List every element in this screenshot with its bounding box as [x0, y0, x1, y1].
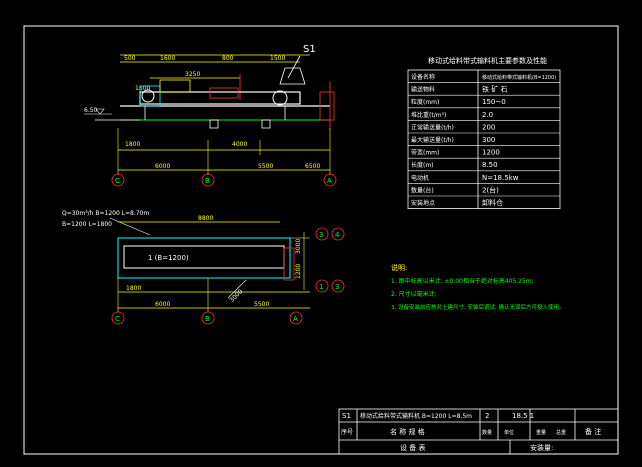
axis-c-1: C	[115, 177, 120, 185]
param-key: 带宽(mm)	[411, 149, 439, 157]
axis-a-2: A	[293, 315, 298, 323]
param-key: 安装地点	[411, 199, 435, 207]
param-value: 2(台)	[482, 185, 499, 194]
axis-4a: 4	[335, 231, 340, 239]
param-key: 输送物料	[411, 86, 435, 94]
eq-head-remark: 备 注	[585, 427, 601, 436]
eq-footer-install: 安装量:	[530, 443, 553, 452]
dim-right: 6500	[305, 163, 320, 170]
param-table-frame	[407, 69, 561, 210]
param-key: 正常输送量(t/h)	[411, 123, 454, 131]
parameter-table: 移动式给料带式输料机主要参数及性能 设备名称 移动式给料带式输料机(B=1200)…	[407, 56, 561, 210]
dim-bottom-right: 5500	[258, 163, 273, 170]
dim-bottom-left: 6000	[155, 163, 170, 170]
plan-bottom-3: 5500	[254, 301, 269, 308]
axis-3a: 3	[319, 231, 323, 239]
plan-right-2: 1200	[295, 264, 302, 279]
eq-footer-title: 设 备 表	[400, 443, 425, 452]
param-key: 粒度(mm)	[411, 98, 439, 106]
note-3: 3. 设备安装前应核对土建尺寸, 安装后调试, 确认无误后方可投入使用。	[391, 303, 565, 311]
param-value: 150~0	[482, 98, 506, 106]
param-key: 长度(m)	[411, 161, 434, 169]
plan-top-dim: 8800	[198, 215, 213, 222]
elevation-left: 6.50	[84, 107, 98, 114]
plan-note-1: Q=30m³/h B=1200 L=8.70m	[62, 210, 149, 217]
eq-row1-id: S1	[342, 412, 351, 420]
axis-c-2: C	[115, 315, 120, 323]
param-value: 卸料仓	[482, 198, 503, 207]
plan-note-2: B=1200 L=1800	[62, 221, 112, 228]
eq-row1-qty: 2	[485, 412, 489, 420]
dim-span-3: 4000	[232, 141, 247, 148]
axis-b-1: B	[205, 177, 210, 185]
dim-small-1: 800	[222, 55, 234, 62]
param-key: 最大输送量(t/h)	[411, 136, 454, 144]
axis-3b: 3	[335, 283, 339, 291]
param-key: 堆比重(t/m³)	[411, 111, 446, 119]
axis-1a: 1	[319, 283, 323, 291]
param-key: 电动机	[411, 174, 429, 182]
param-value: 300	[482, 136, 495, 144]
plan-bottom-1: 1800	[126, 285, 141, 292]
note-2: 2. 尺寸以毫米计;	[391, 290, 437, 298]
param-value: 1200	[482, 149, 500, 157]
plan-bottom-2: 6000	[155, 301, 170, 308]
param-value: 铁 矿 石	[482, 85, 507, 94]
eq-row1-name: 移动式给料带式输料机 B=1200 L=8.5m	[360, 412, 472, 420]
param-key: 设备名称	[411, 73, 435, 81]
label-s1: S1	[303, 44, 316, 55]
eq-head-total: 总重	[556, 429, 566, 436]
param-value: 200	[482, 123, 495, 131]
eq-head-no: 序号	[341, 428, 353, 436]
dim-top-1: 1600	[160, 55, 175, 62]
eq-head-name: 名 称 规 格	[390, 427, 425, 436]
plan-right-1: 3000	[295, 239, 302, 254]
eq-head-qty: 数量	[482, 429, 492, 436]
plan-diag-dim: 3000	[228, 288, 244, 304]
notes-title: 说明:	[391, 263, 407, 272]
dim-span-2: 1800	[125, 141, 140, 148]
dim-small-2: 1500	[135, 85, 150, 92]
param-table-title: 移动式给料带式输料机主要参数及性能	[428, 56, 547, 65]
note-1: 1. 图中标高以米计, ±0.00相当于绝对标高405.25m;	[391, 277, 534, 285]
dim-gap-top: 500	[124, 55, 136, 62]
param-key: 数量(台)	[411, 186, 434, 194]
plan-view: Q=30m³/h B=1200 L=8.70m B=1200 L=1800 88…	[62, 210, 345, 325]
equipment-table: S1 移动式给料带式输料机 B=1200 L=8.5m 2 18.5 1 序号 …	[338, 408, 619, 455]
axis-a-1: A	[327, 177, 332, 185]
eq-head-unit: 单位	[504, 429, 514, 436]
plan-conveyor-label: 1 (B=1200)	[148, 254, 189, 262]
param-value: 2.0	[482, 111, 493, 119]
eq-row1-weight: 18.5 1	[512, 412, 534, 420]
param-value: N=18.5kw	[482, 174, 519, 182]
param-value: 8.50	[482, 161, 498, 169]
dim-top-3: 1500	[270, 55, 285, 62]
drawing-border	[23, 25, 619, 455]
notes: 说明: 1. 图中标高以米计, ±0.00相当于绝对标高405.25m; 2. …	[391, 263, 565, 311]
param-value: 移动式给料带式输料机(B=1200)	[482, 74, 556, 81]
axis-b-2: B	[205, 315, 210, 323]
dim-top-2: 3250	[185, 71, 200, 78]
eq-head-weight: 重量	[536, 429, 546, 436]
elevation-view: 500 1600 3250 1500 800 1500 S1 6.50	[84, 44, 337, 187]
